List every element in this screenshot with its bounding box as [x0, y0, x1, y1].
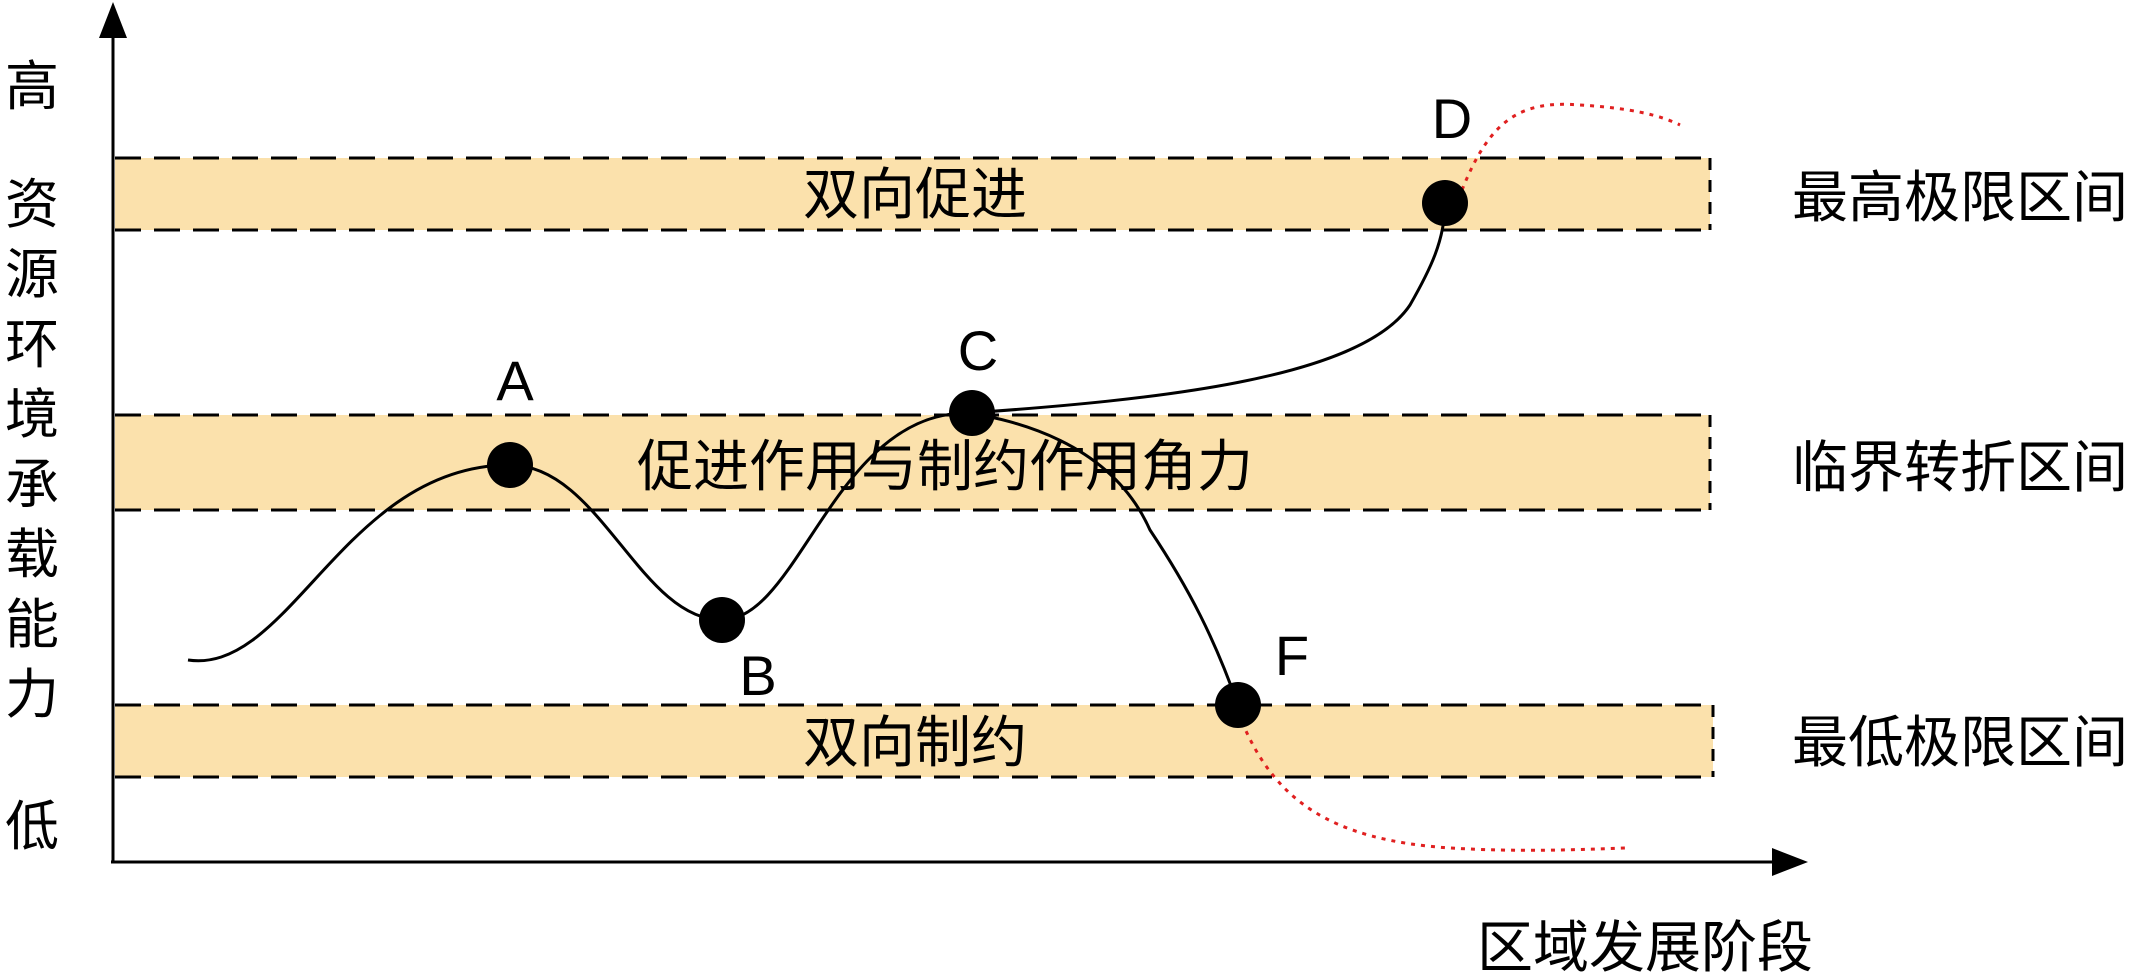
band-bottom: 双向制约 — [115, 703, 1715, 779]
point-a-marker — [487, 442, 533, 488]
band-top-inner-label: 双向促进 — [803, 163, 1027, 228]
y-axis-title-char: 载 — [5, 523, 59, 586]
y-axis-title-char: 境 — [5, 383, 59, 446]
point-c-label: C — [958, 319, 998, 382]
band-bottom-fill — [115, 705, 1713, 777]
band-middle-inner-label: 促进作用与制约作用角力 — [637, 435, 1253, 500]
point-b-label: B — [739, 644, 776, 707]
band-middle: 促进作用与制约作用角力 — [115, 413, 1712, 512]
x-axis-arrow-icon — [1772, 848, 1808, 876]
band-middle-side-label: 临界转折区间 — [1792, 436, 2128, 501]
x-axis-title: 区域发展阶段 — [1477, 916, 1813, 980]
y-axis-title-char: 力 — [5, 663, 59, 726]
y-axis-title-char: 能 — [5, 593, 59, 656]
y-axis-low-label: 低 — [5, 795, 59, 858]
point-f-marker — [1215, 682, 1261, 728]
capacity-curve — [187, 202, 1447, 706]
point-a-label: A — [496, 349, 534, 412]
band-bottom-inner-label: 双向制约 — [803, 711, 1027, 776]
point-f-label: F — [1275, 624, 1309, 687]
point-d-marker — [1422, 180, 1468, 226]
y-axis-title-char: 环 — [5, 313, 59, 376]
axes — [99, 2, 1808, 876]
y-axis-title-char: 承 — [5, 453, 59, 516]
y-axis-title-char: 源 — [5, 243, 59, 306]
projection-up-curve — [1460, 102, 1681, 191]
point-c-marker — [949, 390, 995, 436]
point-d-label: D — [1432, 87, 1472, 150]
point-b-marker — [699, 597, 745, 643]
y-axis-arrow-icon — [99, 2, 127, 38]
band-top-side-label: 最高极限区间 — [1792, 166, 2128, 231]
y-axis-title-char: 资 — [5, 173, 59, 236]
band-middle-fill — [115, 415, 1710, 510]
band-bottom-side-label: 最低极限区间 — [1792, 711, 2128, 776]
y-axis-high-label: 高 — [5, 55, 59, 118]
